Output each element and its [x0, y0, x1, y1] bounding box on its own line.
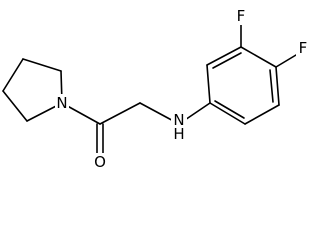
ring-inner-double-a	[212, 52, 242, 69]
ring-bond-4	[275, 66, 280, 106]
bond-c4-c5	[2, 90, 28, 122]
pyrrolidine-ring	[2, 58, 63, 122]
ring-nitrogen-label: N	[56, 94, 67, 112]
ring-bond-6	[209, 102, 246, 125]
ring-bond-2	[206, 46, 242, 66]
fluorine-upper-label: F	[237, 7, 246, 25]
ring-bond-5	[244, 104, 280, 125]
carbonyl-oxygen-label: O	[94, 153, 106, 171]
linker-chain	[61, 102, 211, 156]
amine-nitrogen-label: N	[173, 111, 184, 129]
ring-inner-double-c	[214, 100, 245, 119]
bond-c3-c4	[2, 58, 24, 92]
atom-labels: N O N H F F	[55, 7, 310, 171]
difluorophenyl-ring	[206, 23, 302, 125]
ring-bond-3	[240, 46, 277, 68]
amine-hydrogen-label: H	[173, 125, 184, 143]
ring-inner-double-b	[269, 69, 274, 103]
bond-c2-c3	[22, 58, 62, 72]
fluorine-right-label: F	[299, 39, 308, 57]
chemical-structure-diagram: N O N H F F	[2, 7, 310, 171]
ring-bond-1	[206, 64, 211, 104]
bond-carbonyl-ch2	[99, 102, 141, 125]
